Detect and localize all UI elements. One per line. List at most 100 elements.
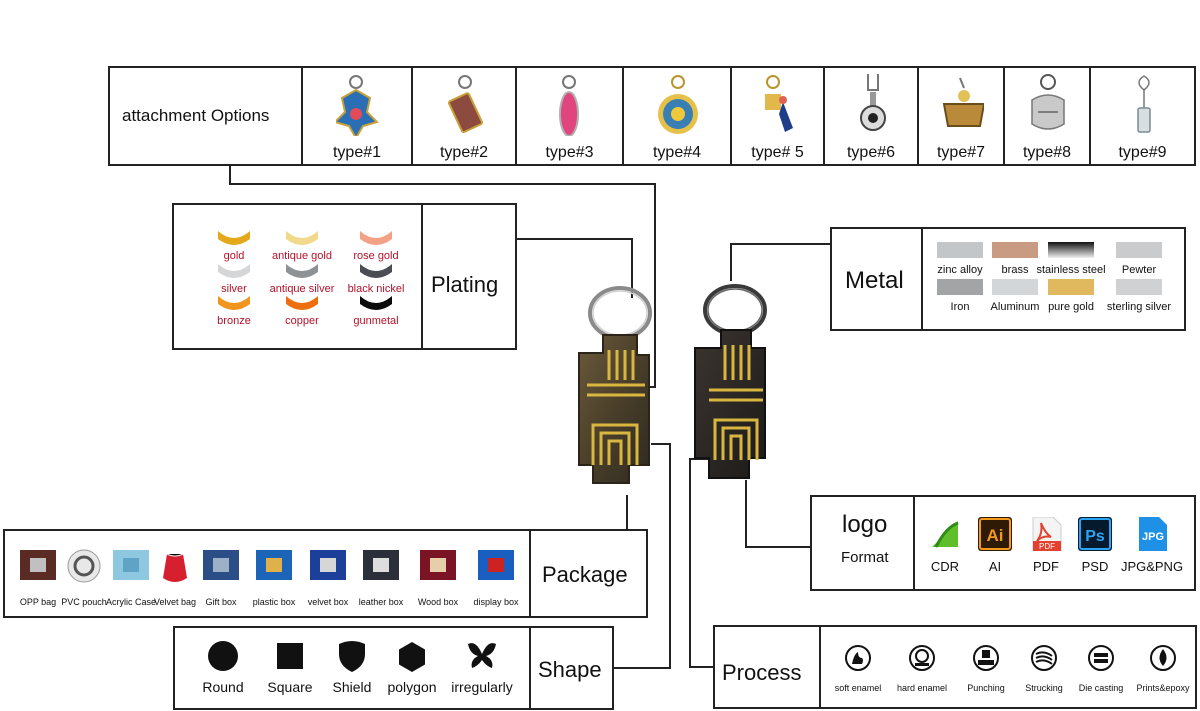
attachment-type-label: type#9 bbox=[1118, 144, 1167, 161]
attachment-type-cell: type# 5 bbox=[730, 68, 823, 164]
logo-format-label: CDR bbox=[930, 559, 960, 574]
keychain-attachment-icon bbox=[336, 75, 379, 136]
metal-swatch-icon bbox=[1116, 242, 1162, 258]
metal-swatch-label: stainless steel bbox=[1036, 264, 1106, 276]
metal-swatch-icon bbox=[992, 242, 1038, 258]
jpg-icon: JPG bbox=[1139, 517, 1167, 551]
attachment-type-label: type#8 bbox=[1022, 144, 1072, 161]
connector-line bbox=[654, 183, 656, 388]
plating-swatch-icon bbox=[218, 264, 250, 278]
package-item-label: display box bbox=[473, 597, 519, 607]
package-item-icon bbox=[310, 550, 346, 580]
metal-swatch-icon bbox=[1048, 242, 1094, 258]
package-item-icon bbox=[163, 553, 187, 582]
package-item-label: Wood box bbox=[417, 597, 459, 607]
shape-title-cell: Shape bbox=[529, 628, 614, 708]
polygon-shape-icon bbox=[399, 642, 425, 672]
process-label: Die casting bbox=[1078, 683, 1124, 693]
svg-text:Ai: Ai bbox=[987, 526, 1004, 545]
strucking-icon bbox=[1031, 645, 1057, 671]
attachment-type-cell: type#8 bbox=[1003, 68, 1089, 164]
attachment-type-cell: type#1 bbox=[301, 68, 411, 164]
connector-line bbox=[229, 165, 231, 185]
attachment-type-cell: type#9 bbox=[1089, 68, 1194, 164]
right-keyring-icon bbox=[703, 284, 767, 336]
round-shape-icon bbox=[208, 641, 238, 671]
pdf-icon: PDF bbox=[1032, 517, 1062, 551]
plating-swatch-icon bbox=[360, 231, 392, 245]
plating-title-cell: Plating bbox=[421, 205, 517, 348]
connector-line bbox=[651, 443, 671, 445]
attachment-options-title: attachment Options bbox=[122, 106, 270, 125]
svg-text:Ps: Ps bbox=[1085, 528, 1105, 545]
connector-line bbox=[745, 546, 811, 548]
package-item-icon bbox=[478, 550, 514, 580]
attachment-type-label: type#2 bbox=[439, 144, 489, 161]
plating-swatch-label: antique gold bbox=[272, 250, 332, 262]
photoshop-icon: Ps bbox=[1078, 517, 1112, 551]
keychain-illustration bbox=[578, 284, 767, 484]
metal-swatch-label: Pewter bbox=[1121, 264, 1157, 276]
keychain-attachment-icon bbox=[559, 75, 579, 136]
package-title: Package bbox=[542, 562, 628, 587]
shape-label: Round bbox=[202, 679, 244, 695]
connector-line bbox=[229, 183, 656, 185]
plating-swatch-icon bbox=[218, 231, 250, 245]
attachment-type-label: type#1 bbox=[332, 144, 382, 161]
package-item-icon bbox=[203, 550, 239, 580]
metal-swatch-icon bbox=[1048, 279, 1094, 295]
shape-label: polygon bbox=[387, 679, 437, 695]
plating-swatch-icon bbox=[286, 296, 318, 310]
soft-enamel-icon bbox=[845, 645, 871, 671]
metal-swatch-icon bbox=[937, 242, 983, 258]
plating-swatch-icon bbox=[286, 264, 318, 278]
metal-swatch-label: Iron bbox=[950, 301, 970, 313]
keychain-attachment-icon bbox=[860, 74, 886, 131]
metal-swatch-label: sterling silver bbox=[1106, 301, 1172, 313]
process-label: Strucking bbox=[1025, 683, 1063, 693]
connector-line bbox=[731, 243, 831, 245]
attachment-type-cell: type#7 bbox=[917, 68, 1003, 164]
attachment-type-label: type#3 bbox=[545, 144, 594, 161]
package-item-icon bbox=[363, 550, 399, 580]
svg-text:PDF: PDF bbox=[1039, 542, 1055, 551]
plating-swatch-label: rose gold bbox=[353, 250, 399, 262]
shape-label: irregularly bbox=[451, 679, 513, 695]
logo-format-label: PDF bbox=[1033, 559, 1059, 574]
square-shape-icon bbox=[277, 643, 303, 669]
keychain-attachment-icon bbox=[765, 75, 793, 132]
punching-icon bbox=[973, 645, 999, 671]
logo-format-label: PSD bbox=[1081, 559, 1109, 574]
logo-format-label: JPG&PNG bbox=[1120, 559, 1184, 574]
package-title-cell: Package bbox=[529, 531, 648, 616]
plating-swatch-icon bbox=[360, 264, 392, 278]
illustrator-icon: Ai bbox=[978, 517, 1012, 551]
package-item-label: Acrylic Case bbox=[105, 597, 156, 607]
metal-swatch-label: brass bbox=[1001, 264, 1029, 276]
process-label: Punching bbox=[967, 683, 1005, 693]
plating-swatch-icon bbox=[360, 296, 392, 310]
connector-line bbox=[689, 458, 691, 668]
connector-line bbox=[689, 666, 715, 668]
process-label: soft enamel bbox=[834, 683, 882, 693]
plating-swatch-label: black nickel bbox=[347, 283, 405, 295]
attachment-type-label: type#7 bbox=[936, 144, 986, 161]
connector-line bbox=[745, 480, 747, 548]
plating-swatch-label: silver bbox=[221, 283, 247, 295]
attachment-type-cell: type#4 bbox=[622, 68, 730, 164]
svg-text:JPG: JPG bbox=[1142, 531, 1164, 543]
attachment-options-panel: attachment Options type#1 type#2 type#3 typ… bbox=[108, 66, 1196, 166]
keychain-attachment-icon bbox=[658, 75, 698, 134]
package-item-label: velvet box bbox=[307, 597, 349, 607]
right-keychain-body-icon bbox=[694, 329, 766, 479]
metal-swatch-icon bbox=[937, 279, 983, 295]
attachment-type-label: type#6 bbox=[846, 144, 896, 161]
logo-subtitle: Format bbox=[841, 549, 889, 566]
